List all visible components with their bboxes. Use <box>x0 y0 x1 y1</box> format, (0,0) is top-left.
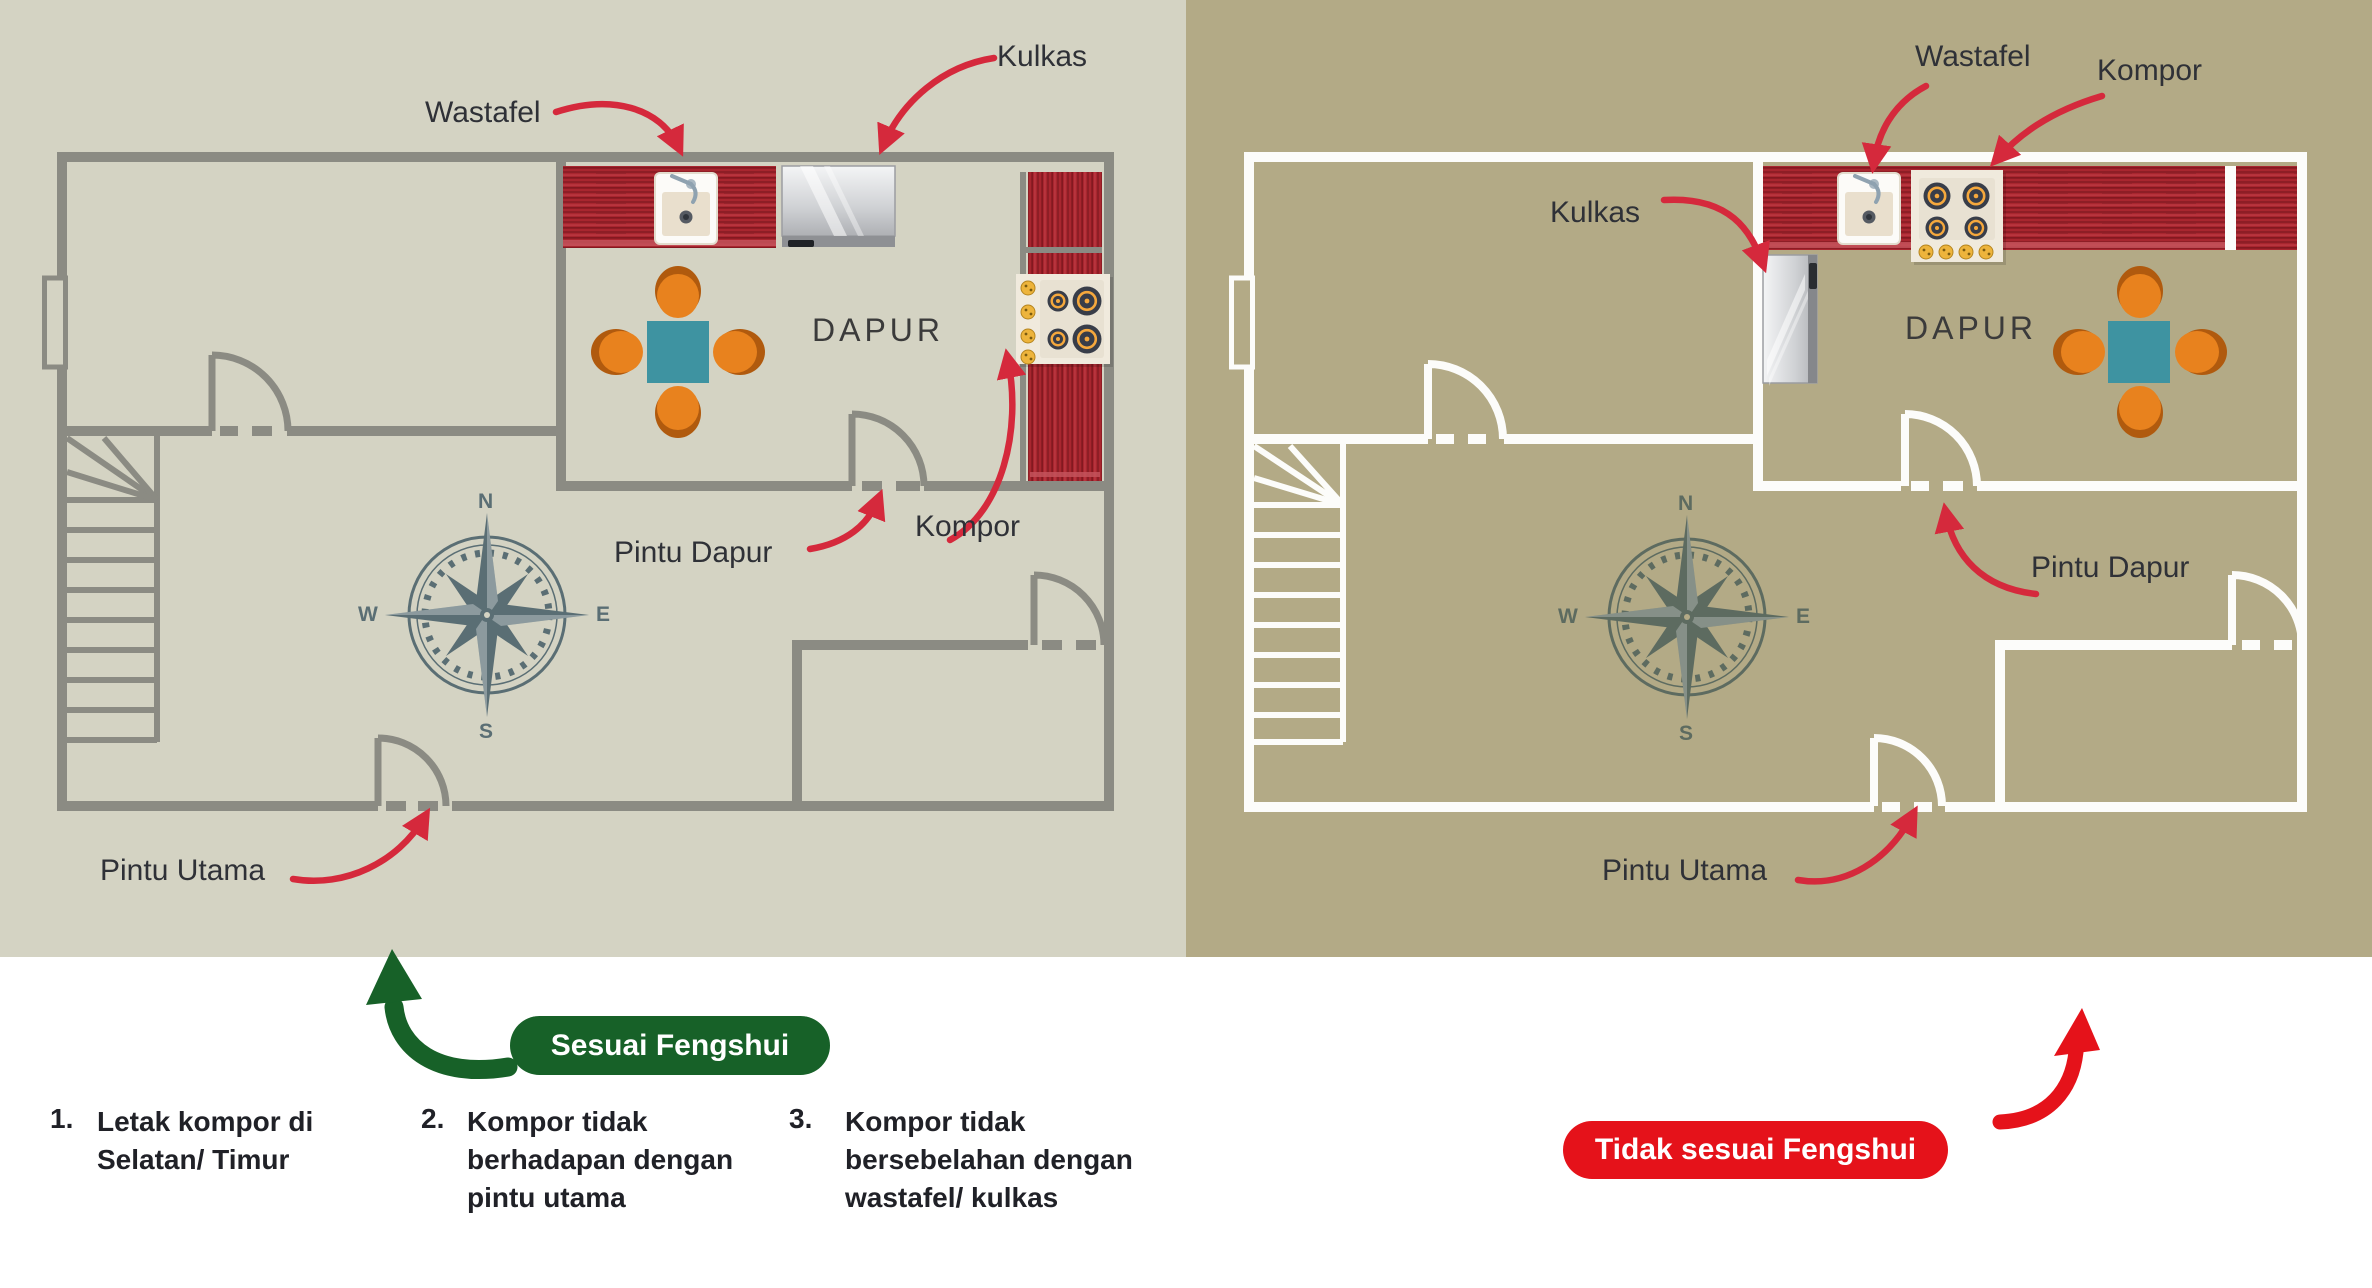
rule-3-text: Kompor tidak bersebelahan dengan wastafe… <box>845 1106 1133 1213</box>
dining-table <box>647 321 709 383</box>
window-icon <box>42 275 68 370</box>
walls <box>1244 152 2307 812</box>
wastafel-arrow <box>1861 82 1930 174</box>
right-floor-plan-panel <box>1186 0 2372 957</box>
dining-table <box>2108 321 2170 383</box>
doors <box>208 351 1108 807</box>
compass-w-right: W <box>1558 605 1578 628</box>
compass-e-left: E <box>596 603 611 626</box>
label-wastafel-right: Wastafel <box>1915 40 2031 73</box>
label-kulkas-left: Kulkas <box>997 40 1088 73</box>
kompor-arrow <box>1989 92 2106 167</box>
stove-burners <box>1923 182 1990 240</box>
label-kompor-right: Kompor <box>2097 54 2203 87</box>
kompor-arrow <box>946 348 1027 544</box>
pintu-utama-arrow <box>1794 805 1918 885</box>
main-door-arc <box>374 734 450 807</box>
walls <box>57 152 1114 811</box>
compass-s-left: S <box>479 720 494 743</box>
rule-2-number: 2. <box>421 1103 445 1134</box>
sink-icon <box>654 172 718 245</box>
dining-set <box>591 266 765 438</box>
kulkas-arrow <box>1660 196 1770 274</box>
compass-rose <box>385 513 589 717</box>
doors <box>1424 360 2306 807</box>
rule-3: Kompor tidak bersebelahan dengan wastafe… <box>845 1103 1185 1217</box>
label-pintu-dapur-right: Pintu Dapur <box>2031 551 2190 584</box>
window-icon <box>1229 275 1255 370</box>
fridge-icon <box>781 165 896 247</box>
compass-s-right: S <box>1679 722 1694 745</box>
label-kulkas-right: Kulkas <box>1550 196 1641 229</box>
pintu-dapur-arrow <box>806 488 886 553</box>
label-pintu-dapur-left: Pintu Dapur <box>614 536 773 569</box>
compass-w-left: W <box>358 603 378 626</box>
main-door-arc <box>1870 734 1946 807</box>
room-door-arc <box>1424 360 1507 440</box>
stove-knobs <box>1020 280 1036 365</box>
kitchen-door-arc <box>1901 410 1981 487</box>
rule-2-text: Kompor tidak berhadapan dengan pintu uta… <box>467 1106 734 1213</box>
verdict-badge-compliant: Sesuai Fengshui <box>510 1016 830 1075</box>
left-floor-plan-panel <box>0 0 1186 957</box>
rule-3-number: 3. <box>789 1103 813 1134</box>
compass-n-left: N <box>478 490 494 513</box>
kitchen-door-arc <box>848 410 928 487</box>
rule-1-text: Letak kompor di Selatan/ Timur <box>97 1106 314 1175</box>
fridge-icon <box>1762 254 1818 386</box>
annotation-arrows <box>1660 82 2106 885</box>
pintu-utama-arrow <box>289 807 431 884</box>
sink-icon <box>1837 172 1901 245</box>
stairs-icon <box>1252 443 1346 745</box>
green-arrow-icon <box>366 949 518 1080</box>
back-room-door-arc <box>1030 571 1108 646</box>
label-pintu-utama-right: Pintu Utama <box>1602 854 1768 887</box>
rule-1-number: 1. <box>50 1103 74 1134</box>
kulkas-arrow <box>877 54 998 155</box>
label-wastafel-left: Wastafel <box>425 96 541 129</box>
stove-icon <box>1016 274 1113 367</box>
room-door-arc <box>208 351 292 432</box>
label-kompor-left: Kompor <box>915 510 1021 543</box>
left-floor-plan <box>42 54 1114 884</box>
stove-knobs <box>1918 244 1994 260</box>
rule-2: Kompor tidak berhadapan dengan pintu uta… <box>467 1103 787 1217</box>
stove-burners <box>1047 286 1102 354</box>
label-pintu-utama-left: Pintu Utama <box>100 854 266 887</box>
right-floor-plan <box>1229 82 2307 885</box>
verdict-badge-noncompliant: Tidak sesuai Fengshui <box>1563 1121 1948 1179</box>
pintu-dapur-arrow <box>1934 502 2040 598</box>
compass-e-right: E <box>1796 605 1811 628</box>
room-label-dapur-left: DAPUR <box>812 312 945 348</box>
red-arrow-icon <box>1992 1008 2100 1130</box>
wastafel-arrow <box>552 100 684 157</box>
stove-icon <box>1911 170 2006 265</box>
room-label-dapur-right: DAPUR <box>1905 310 2038 346</box>
dining-set <box>2053 266 2227 438</box>
compass-n-right: N <box>1678 492 1694 515</box>
annotation-arrows <box>289 54 1027 884</box>
compass-rose <box>1585 515 1789 719</box>
rule-1: Letak kompor di Selatan/ Timur <box>97 1103 387 1179</box>
stairs-icon <box>65 435 160 743</box>
back-room-door-arc <box>2228 571 2306 646</box>
